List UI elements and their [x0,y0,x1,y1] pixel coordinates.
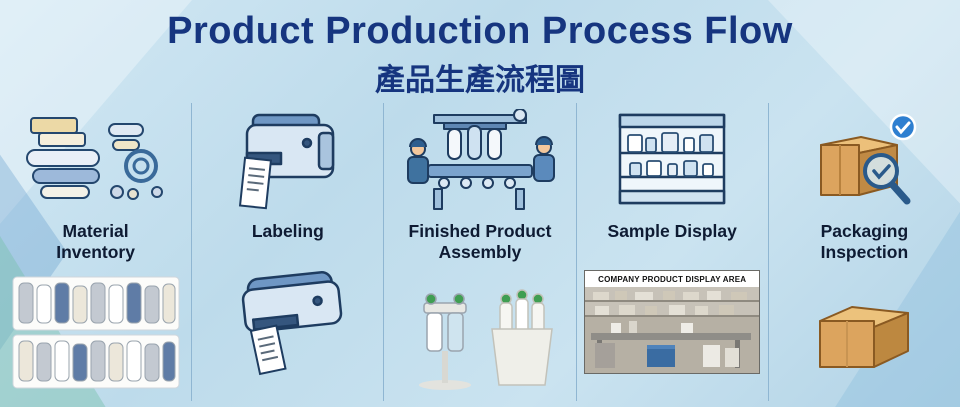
labeling-bottom-icon-area [223,244,353,401]
material-inventory-icon-area [21,105,171,217]
labeling-icon-area [223,105,353,217]
stage-packaging-inspection: Packaging Inspection [767,103,960,401]
stage-label: Packaging Inspection [820,221,909,262]
stage-label: Sample Display [607,221,737,241]
sample-display-icon-area [612,105,732,217]
page-title: Product Production Process Flow [167,10,793,52]
assembly-icon-area [400,105,560,217]
packaging-inspection-icon-area [799,105,929,217]
label-printer-2-icon [241,271,343,376]
worker-figures [407,135,555,184]
assembled-filters-photo [400,264,560,401]
materials-pile-icon [25,116,163,200]
stage-label: Material Inventory [56,221,135,262]
magnifier-check-icon [863,153,911,205]
assembly-line-icon [407,108,555,210]
filter-products-collage [12,276,180,389]
box-inspection-icon [820,113,917,205]
assembled-filter-units [419,288,553,390]
stage-labeling: Labeling [191,103,383,401]
process-flow: Material Inventory [0,103,960,401]
stage-material-inventory: Material Inventory [0,103,191,401]
display-area-photo-wrap: COMPANY PRODUCT DISPLAY AREA [584,244,761,401]
header: Product Production Process Flow 產品生產流程圖 [0,0,960,99]
carton-box-area [804,264,924,401]
stage-label: Finished Product Assembly [408,221,552,262]
label-printer-icon [238,113,335,210]
check-badge-icon [890,113,917,141]
display-area-scene [585,287,760,374]
page-subtitle: 產品生產流程圖 [375,64,585,97]
display-shelf-icon [618,113,726,205]
carton-box-icon [819,306,910,369]
stage-label: Labeling [251,221,324,241]
display-area-caption: COMPANY PRODUCT DISPLAY AREA [585,271,760,288]
stage-sample-display: Sample Display COMPANY PRODUCT DISPLAY A… [575,103,768,401]
material-products-photo [11,264,181,401]
display-area-photo: COMPANY PRODUCT DISPLAY AREA [584,270,761,375]
stage-finished-product-assembly: Finished Product Assembly [383,103,575,401]
